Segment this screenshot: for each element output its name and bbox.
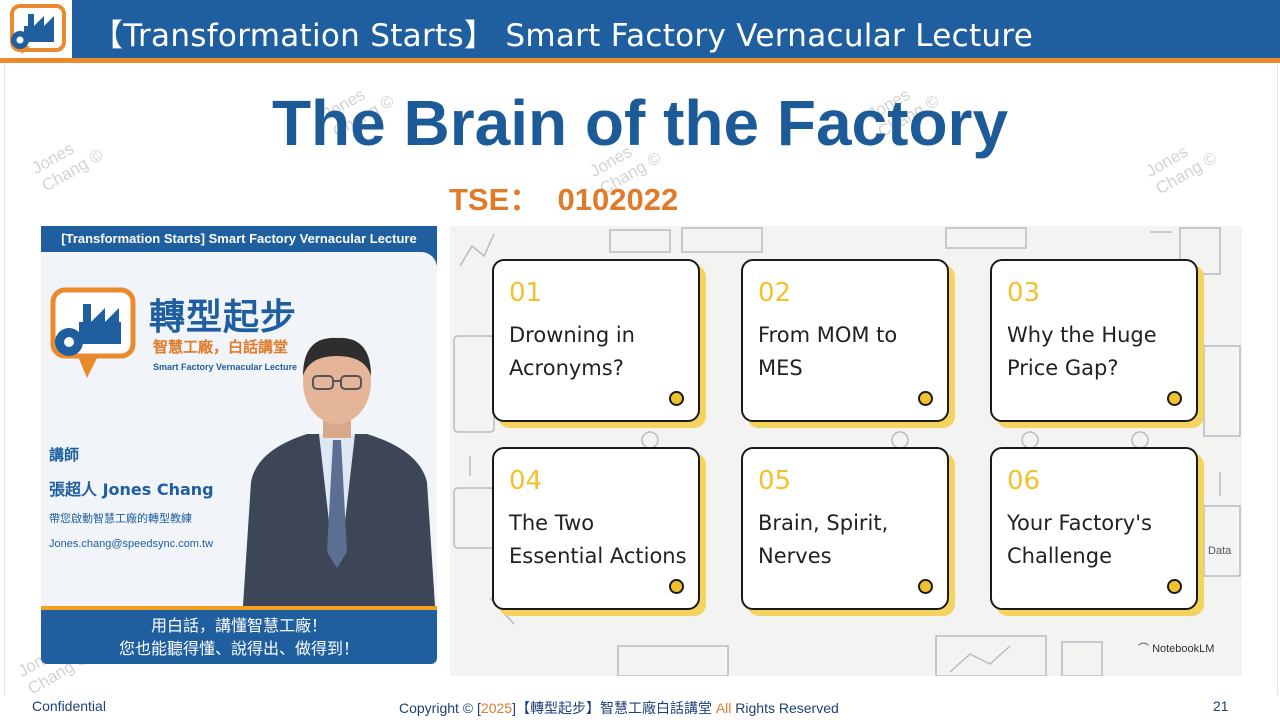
topic-line2: Acronyms? [509,356,624,380]
topic-number: 06 [1007,466,1041,496]
lecture-card-curve [41,252,437,292]
topic-tile-02[interactable]: 02 From MOM to MES [741,259,949,422]
brand-english: Smart Factory Vernacular Lecture [153,362,298,372]
smart-factory-logo-icon [50,287,136,378]
topic-line2: Price Gap? [1007,356,1119,380]
topic-number: 04 [509,466,543,496]
slide-title: The Brain of the Factory [271,87,1009,159]
topic-number: 05 [758,466,792,496]
topic-line1: Drowning in [509,323,635,347]
data-sketch-label: Data [1208,545,1232,557]
course-code: TSE： 0102022 [449,182,679,217]
topic-tile-01[interactable]: 01 Drowning in Acronyms? [492,259,700,422]
topic-text: Drowning in Acronyms? [509,319,694,385]
notebooklm-icon: ⌒ [1138,643,1153,655]
lecturer-photo [243,337,435,606]
topic-line1: Why the Huge [1007,323,1157,347]
lecturer-role: 講師 [49,446,80,464]
footer-confidential: Confidential [32,698,106,714]
brand-subtitle: 智慧工廠，白話講堂 [153,338,289,356]
topic-number: 02 [758,278,792,308]
slogan: 用白話，講懂智慧工廠！ 您也能聽得懂、說得出、做得到！ [41,606,437,664]
topic-line2: Essential Actions [509,544,687,568]
copyright-prefix: Copyright © [ [399,700,481,716]
topic-dot-icon [918,391,933,406]
topic-line2: Challenge [1007,544,1112,568]
page-number: 21 [1213,698,1229,714]
slide-frame [4,63,1278,695]
topic-dot-icon [1167,391,1182,406]
topic-line1: Your Factory's [1007,511,1152,535]
topic-number: 01 [509,278,543,308]
topic-dot-icon [1167,579,1182,594]
brand-name: 轉型起步 [149,297,298,338]
slogan-line2: 您也能聽得懂、說得出、做得到！ [118,639,359,658]
topic-line2: Nerves [758,544,832,568]
topic-text: From MOM to MES [758,319,943,385]
header-title: 【Transformation Starts】 Smart Factory Ve… [92,18,1034,54]
topic-line1: The Two [509,511,595,535]
topic-line1: Brain, Spirit, [758,511,889,535]
copyright-all: All [715,700,732,716]
topic-line1: From MOM to [758,323,898,347]
notebooklm-credit-label: NotebookLM [1152,643,1215,655]
topic-dot-icon [669,579,684,594]
title-band [72,0,1280,58]
lecturer-name: 張超人 Jones Chang [49,480,214,499]
topic-text: Brain, Spirit, Nerves [758,507,943,573]
topic-dot-icon [669,391,684,406]
sketch-background: Data [453,227,1241,676]
factory-logo-icon [10,4,66,54]
lecturer-description: 帶您啟動智慧工廠的轉型教練 [49,512,192,525]
orange-rule [0,58,1280,63]
copyright-suffix: Rights Reserved [731,700,839,716]
lecture-card: [Transformation Starts] Smart Factory Ve… [41,226,437,664]
copyright-org: ]【轉型起步】智慧工廠白話講堂 [512,700,716,716]
topic-dot-icon [918,579,933,594]
topics-infographic: Data 01 Drowning in Acronyms? 02 From MOM… [450,226,1242,676]
lecturer-email: Jones.chang@speedsync.com.tw [49,538,214,550]
topic-number: 03 [1007,278,1041,308]
topic-tile-05[interactable]: 05 Brain, Spirit, Nerves [741,447,949,610]
footer-copyright: Copyright © [2025]【轉型起步】智慧工廠白話講堂 All Rig… [399,698,839,718]
notebooklm-credit: ⌒ NotebookLM [1138,640,1214,656]
topic-line2: MES [758,356,803,380]
slogan-line1: 用白話，講懂智慧工廠！ [150,616,327,635]
copyright-year: 2025 [480,700,513,716]
top-bar: 【Transformation Starts】 Smart Factory Ve… [0,0,1280,63]
